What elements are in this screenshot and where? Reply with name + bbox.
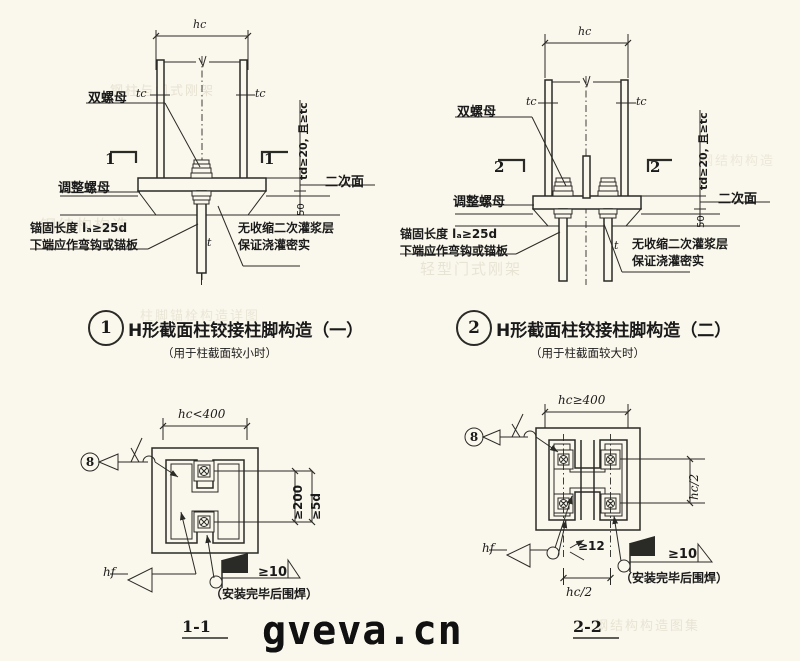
note-anchor-line2: 下端应作弯钩或锚板 bbox=[400, 243, 509, 258]
note-anchor-line1: 锚固长度 lₐ≥25d bbox=[400, 227, 498, 241]
dim-half-height-sec22: hc/2 bbox=[687, 473, 701, 500]
figure-2-elevation bbox=[400, 34, 770, 285]
dim-bolt-fig1: t bbox=[207, 236, 212, 249]
note-anchor-line1: 锚固长度 lₐ≥25d bbox=[30, 221, 128, 235]
dim-half-width-sec22: hc/2 bbox=[566, 585, 593, 599]
dim-tc-right-fig2: tc bbox=[636, 95, 647, 108]
dim-tc-left-fig2: tc bbox=[526, 95, 537, 108]
section-mark-1-left: 1 bbox=[105, 150, 116, 168]
dim-td-fig1: td≥20, 且≥tc bbox=[297, 102, 310, 180]
dim-width-sec11: hc<400 bbox=[178, 407, 226, 421]
caption-sec22: 2-2 bbox=[573, 617, 602, 636]
dim-weld-size-sec11: ≥10 bbox=[258, 565, 287, 580]
dim-spacing-b-sec11: ≥5d bbox=[309, 493, 323, 520]
label-double-nut-fig2: 双螺母 bbox=[457, 105, 497, 120]
note-anchor-line2: 下端应作弯钩或锚板 bbox=[30, 237, 139, 252]
note-weld-sec11: （安装完毕后围焊） bbox=[210, 587, 319, 601]
figure-1-subtitle: （用于柱截面较小时） bbox=[162, 346, 277, 360]
label-second-surface-fig2: 二次面 bbox=[718, 192, 758, 207]
figure-1-number-badge: 1 bbox=[88, 310, 124, 346]
dim-spacing-a-sec11: ≥200 bbox=[291, 484, 305, 520]
dim-hc-fig2: hc bbox=[578, 25, 592, 38]
section-mark-2-right: 2 bbox=[650, 158, 661, 176]
dim-hf-sec22: hf bbox=[482, 541, 495, 555]
section-mark-1-right: 1 bbox=[264, 150, 275, 168]
note-grout-line2: 保证浇灌密实 bbox=[632, 253, 705, 268]
watermark: gveva.cn bbox=[262, 608, 463, 654]
section-2-2-plan bbox=[464, 404, 714, 639]
dim-grout-fig1: 50 bbox=[296, 203, 307, 216]
dim-hf-sec11: hf bbox=[103, 565, 116, 579]
note-weld-sec22: （安装完毕后围焊） bbox=[620, 571, 729, 585]
dim-stiffener-sec22: ≥12 bbox=[578, 539, 605, 553]
dim-weld-size-sec22: ≥10 bbox=[668, 547, 697, 562]
label-adjust-nut-fig2: 调整螺母 bbox=[453, 195, 506, 210]
note-grout-fig1: 无收缩二次灌浆层 保证浇灌密实 bbox=[238, 221, 335, 253]
note-anchor-fig2: 锚固长度 lₐ≥25d 下端应作弯钩或锚板 bbox=[400, 227, 509, 259]
detail-ref-badge-sec11: 8 bbox=[85, 455, 95, 469]
note-grout-line1: 无收缩二次灌浆层 bbox=[238, 221, 335, 235]
label-double-nut-fig1: 双螺母 bbox=[88, 91, 128, 106]
label-second-surface-fig1: 二次面 bbox=[325, 175, 365, 190]
dim-bolt-fig2: t bbox=[614, 239, 619, 252]
figure-1-elevation bbox=[30, 30, 375, 285]
dim-grout-fig2: 50 bbox=[696, 215, 707, 228]
note-grout-line1: 无收缩二次灌浆层 bbox=[632, 237, 729, 251]
dim-tc-right-fig1: tc bbox=[255, 87, 266, 100]
dim-td-fig2: td≥20, 且≥tc bbox=[697, 112, 710, 190]
note-grout-line2: 保证浇灌密实 bbox=[238, 237, 311, 252]
dim-tc-left-fig1: tc bbox=[136, 87, 147, 100]
note-grout-fig2: 无收缩二次灌浆层 保证浇灌密实 bbox=[632, 237, 729, 269]
section-mark-2-left: 2 bbox=[494, 158, 505, 176]
dim-width-sec22: hc≥400 bbox=[558, 393, 606, 407]
caption-sec11: 1-1 bbox=[182, 617, 211, 636]
figure-1-title: H形截面柱铰接柱脚构造（一） bbox=[128, 321, 364, 341]
figure-2-number-badge: 2 bbox=[456, 310, 492, 346]
section-1-1-plan bbox=[80, 418, 316, 639]
dim-hc-fig1: hc bbox=[193, 18, 207, 31]
figure-2-subtitle: （用于柱截面较大时） bbox=[530, 346, 645, 360]
figure-2-title: H形截面柱铰接柱脚构造（二） bbox=[496, 321, 732, 341]
detail-ref-badge-sec22: 8 bbox=[469, 430, 479, 444]
note-anchor-fig1: 锚固长度 lₐ≥25d 下端应作弯钩或锚板 bbox=[30, 221, 139, 253]
label-adjust-nut-fig1: 调整螺母 bbox=[58, 181, 111, 196]
